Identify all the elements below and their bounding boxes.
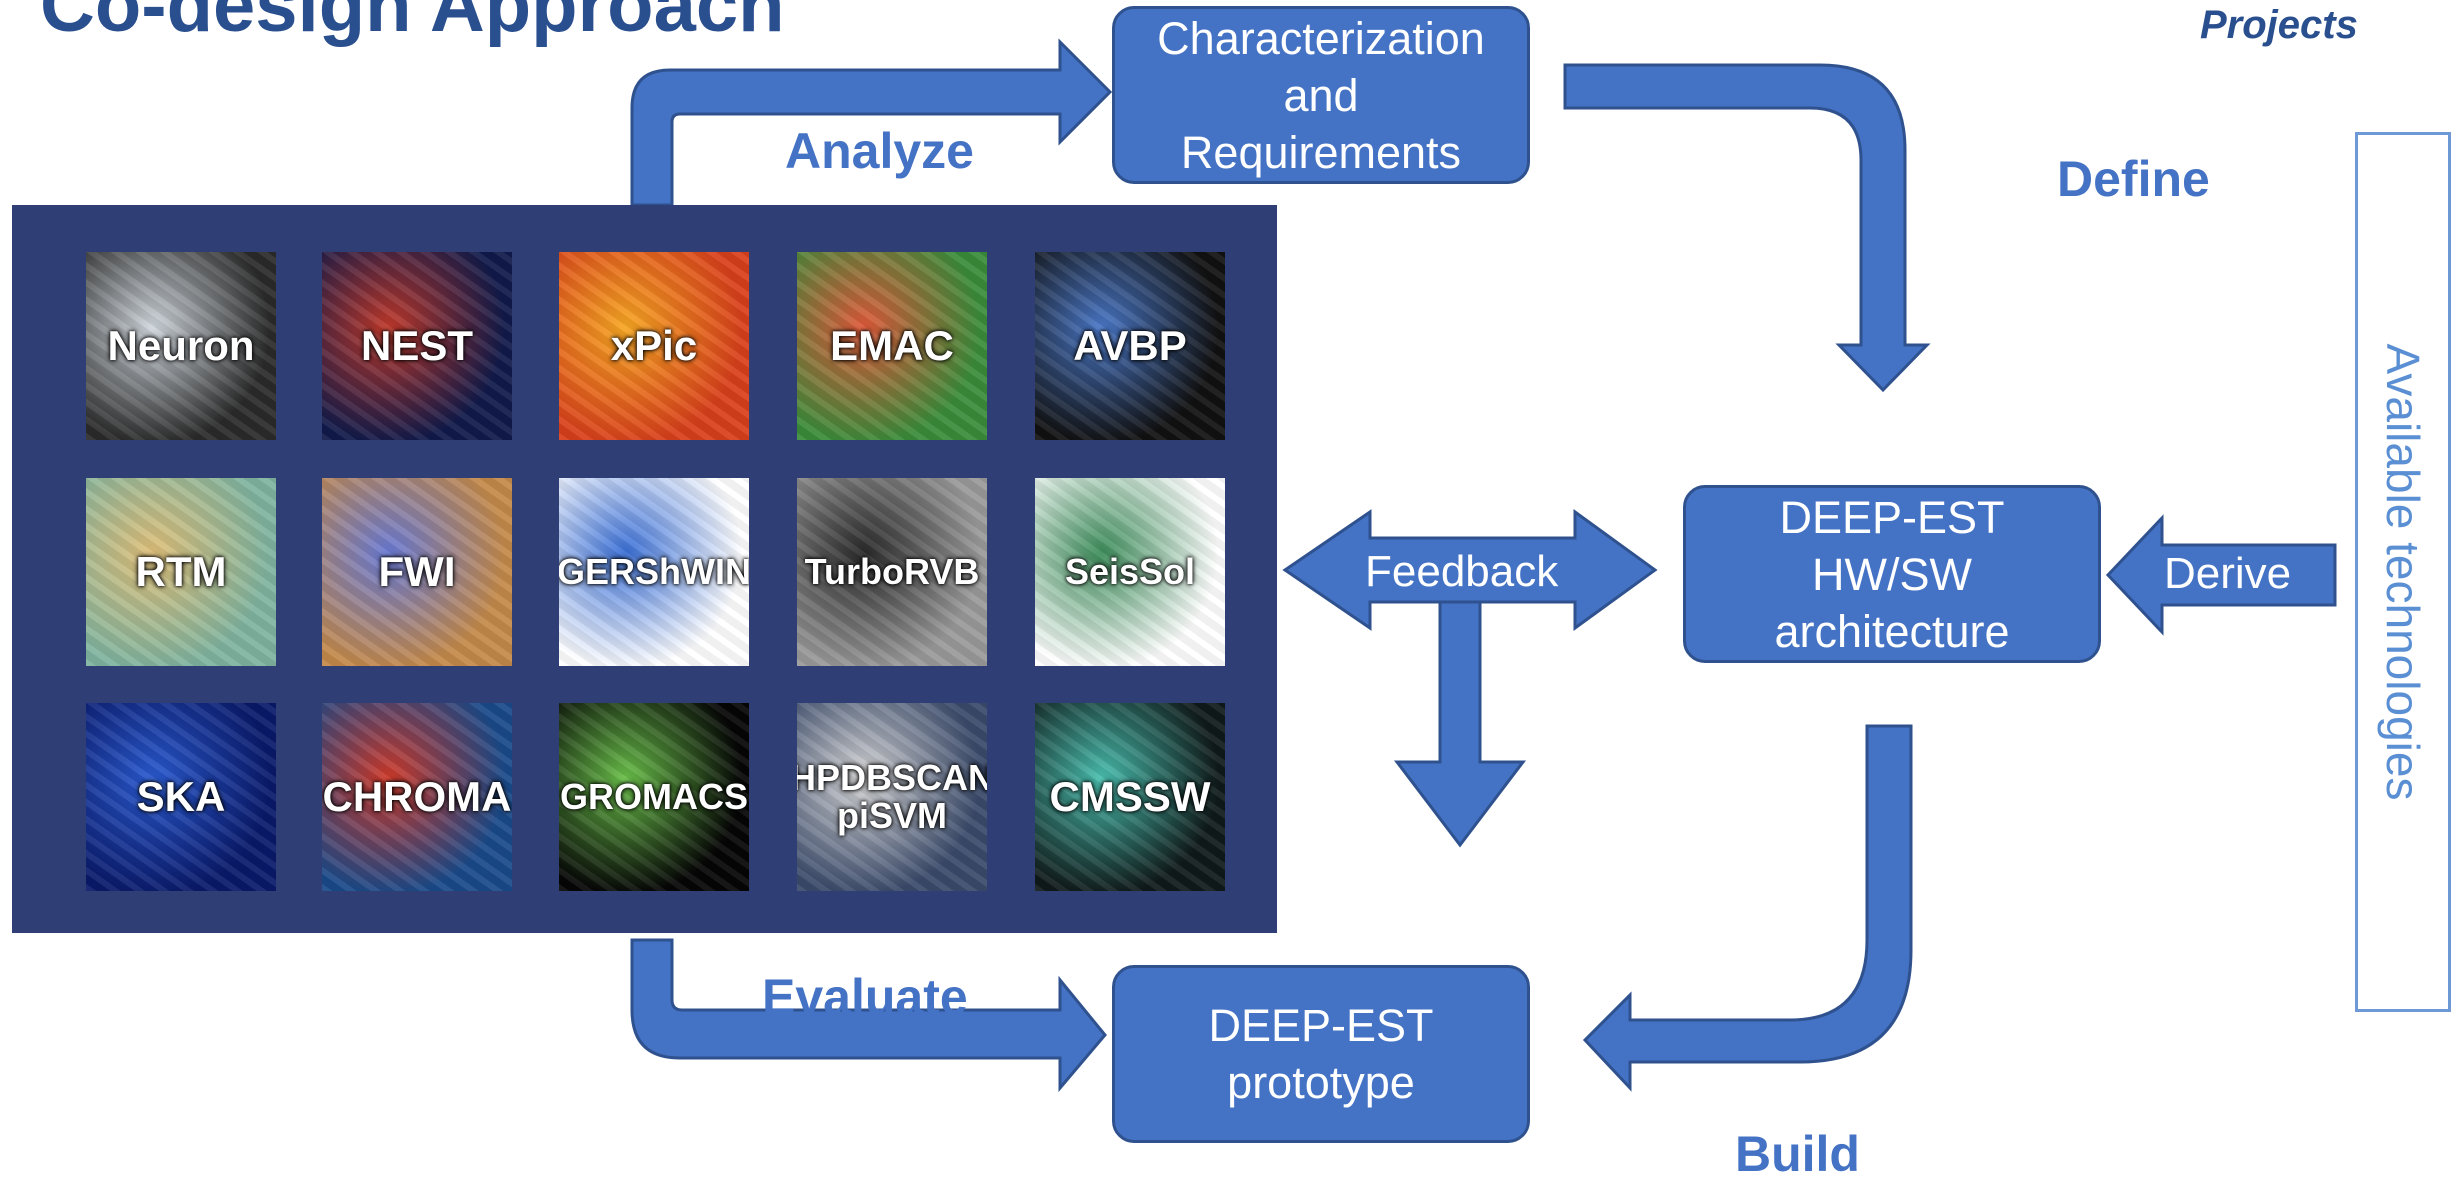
app-tile-label: AVBP [1073,321,1187,369]
feedback-down-arrow [1393,600,1527,848]
app-tile-label: EMAC [830,321,954,369]
app-tile-image [322,703,512,891]
derive-arrow [2105,514,2337,636]
app-tile-image [322,252,512,440]
page-title: Co-design Approach [40,0,785,48]
prototype-line-2: prototype [1227,1057,1415,1108]
app-tile-image [1035,703,1225,891]
app-tile-image [559,252,749,440]
app-tile-neuron: Neuron [86,252,276,440]
app-tile-label: GROMACS [560,776,748,818]
available-technologies-box [2355,132,2451,1012]
app-tile-chroma: CHROMA [322,703,512,891]
app-tile-gershwin: GERShWIN [559,478,749,666]
app-tile-label: RTM [135,547,227,595]
prototype-line-1: DEEP-EST [1208,1000,1434,1051]
app-tile-label: TurboRVB [804,551,980,593]
app-tile-image [322,478,512,666]
app-tile-cmssw: CMSSW [1035,703,1225,891]
define-arrow [1563,63,1931,393]
architecture-line-2: HW/SW [1812,548,1972,600]
app-tile-seissol: SeisSol [1035,478,1225,666]
app-tile-turborvb: TurboRVB [797,478,987,666]
analyze-arrow [630,38,1113,207]
app-tile-gromacs: GROMACS [559,703,749,891]
characterization-line-2: and [1283,69,1359,121]
architecture-line-1: DEEP-EST [1779,491,2005,543]
app-tile-image [1035,252,1225,440]
app-tile-emac: EMAC [797,252,987,440]
applications-panel: Neuron NEST xPic EMAC AVBP RTM FWI GERShWIN Turb… [12,205,1277,933]
feedback-label: Feedback [1365,547,1559,596]
app-tile-fwi: FWI [322,478,512,666]
app-tile-image [559,703,749,891]
app-tile-image [1035,478,1225,666]
available-technologies-label: Available technologies [2377,343,2429,801]
architecture-line-3: architecture [1774,605,2010,657]
app-tile-image [559,478,749,666]
app-tile-label: SeisSol [1064,551,1196,593]
app-tile-label: CHROMA [322,772,512,820]
app-tile-label: SKA [136,772,226,820]
app-tile-label: Neuron [107,321,255,369]
app-tile-image [86,703,276,891]
app-tile-ska: SKA [86,703,276,891]
build-arrow [1582,724,1913,1092]
app-tile-nest: NEST [322,252,512,440]
evaluate-label: Evaluate [762,969,968,1025]
app-tile-rtm: RTM [86,478,276,666]
app-tile-label: CMSSW [1049,772,1211,820]
characterization-line-3: Requirements [1180,126,1462,178]
app-tile-image [797,478,987,666]
evaluate-arrow [630,938,1107,1093]
app-tile-image [86,252,276,440]
app-tile-avbp: AVBP [1035,252,1225,440]
feedback-arrow [1282,509,1658,631]
build-label: Build [1735,1126,1860,1182]
app-tile-image [86,478,276,666]
define-label: Define [2057,151,2210,207]
app-tile-label: NEST [360,321,473,369]
app-tile-xpic: xPic [559,252,749,440]
app-tile-label: GERShWIN [559,551,749,593]
characterization-box: Characterization and Requirements [1112,6,1530,184]
analyze-label: Analyze [785,123,974,179]
app-tile-label: FWI [378,547,456,595]
prototype-box: DEEP-EST prototype [1112,965,1530,1143]
app-tile-label: xPic [610,321,698,369]
architecture-box: DEEP-EST HW/SW architecture [1683,485,2101,663]
derive-label: Derive [2164,549,2292,598]
app-tile-image [797,252,987,440]
characterization-line-1: Characterization [1157,12,1485,64]
app-tile-image [797,703,987,891]
logo-subtitle: Projects [2200,3,2358,47]
